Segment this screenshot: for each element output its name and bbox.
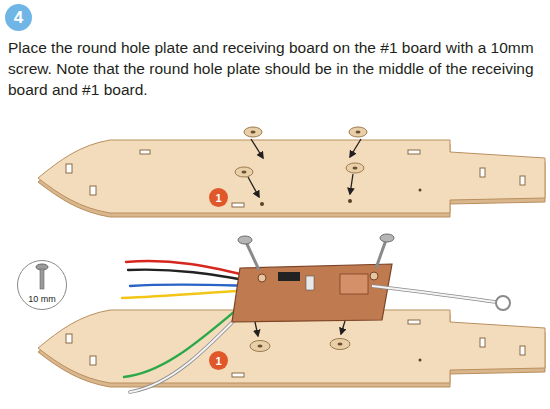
screw-shank [246,242,259,270]
washer-hole [338,343,343,346]
hole [260,202,264,206]
screw-shank [376,240,386,268]
component [306,276,314,290]
pcb [232,264,392,322]
screw-head [238,236,252,244]
mount-hole [258,274,266,282]
wood-board [38,140,545,217]
slot [140,150,150,154]
antenna-pad [340,274,368,294]
arrow [350,174,353,194]
chip [278,272,300,281]
wires [122,261,256,392]
arrow [341,321,345,334]
antenna [372,286,496,302]
screw-icon [17,260,67,310]
screw-head [380,234,394,242]
slot [480,338,485,347]
screw-shank [40,269,44,289]
black-wire [128,270,256,282]
screws [238,234,394,270]
arrow [251,139,263,158]
washer [346,163,364,173]
washer-hole [251,131,256,134]
slot [408,320,420,324]
washer-hole [356,131,361,134]
antenna-ring [496,296,510,310]
round-hole-plates [235,127,367,197]
slot [90,186,96,195]
slot [66,334,72,343]
node-text: 1 [215,192,221,204]
node-text: 1 [215,355,221,367]
washer-hole [258,345,263,348]
washer [244,127,262,137]
screw-size: 10 mm [17,260,67,310]
antenna-wire [372,286,510,310]
hole [419,189,422,192]
washer-hole [242,171,247,174]
board-top [38,140,545,213]
washer [330,339,350,350]
slot [232,373,244,377]
washer-hole [353,167,358,170]
round-hole-plates [250,339,350,352]
washer [235,167,253,177]
antenna-outline [372,286,496,302]
washer [250,341,270,352]
callout-number: 1 [209,351,228,370]
mount-hole [370,272,378,280]
slot [232,203,244,207]
instruction-text: Place the round hole plate and receiving… [8,37,544,100]
arrow [350,139,361,157]
step-number: 4 [5,4,32,31]
slot [90,356,96,365]
slot [520,176,525,185]
slot [520,346,525,355]
receiving-board [232,264,392,336]
node-text: 4 [14,8,23,28]
arrow [248,177,259,197]
hole [419,359,422,362]
washer [349,127,367,137]
node-text: 10 mm [28,294,56,304]
slot [66,164,72,173]
callout-number: 1 [209,188,228,207]
icon-ground [17,260,67,310]
slot [480,168,485,177]
slot [408,150,420,154]
arrow [255,322,258,336]
hole [348,199,352,203]
